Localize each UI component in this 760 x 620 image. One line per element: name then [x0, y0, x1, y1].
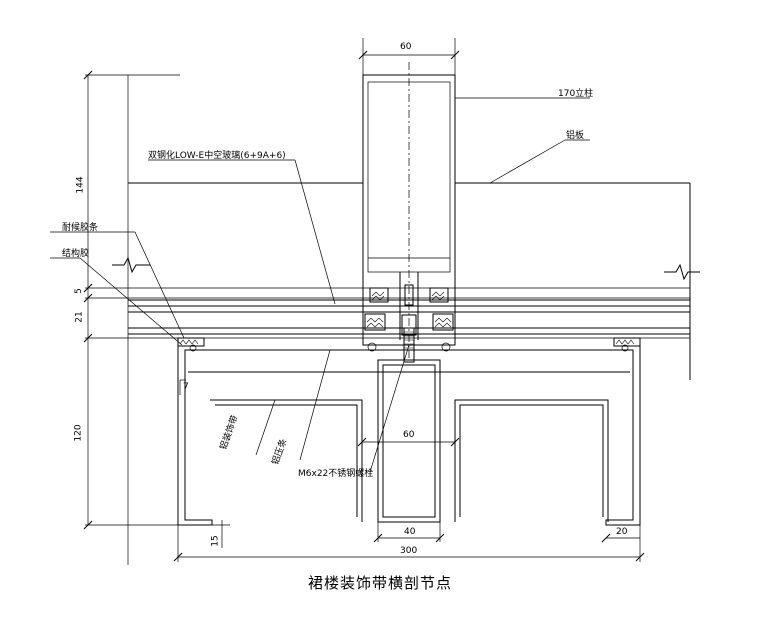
- dim-20: 20: [616, 527, 628, 537]
- dim-120: 120: [73, 424, 84, 442]
- dim-top-60: 60: [400, 42, 412, 52]
- left-dimension-ticks: [83, 70, 93, 530]
- dim-5: 5: [73, 288, 84, 294]
- label-sealant-top: 耐候胶条: [62, 223, 99, 233]
- dim-21: 21: [74, 311, 85, 323]
- leader-lines: [50, 97, 590, 473]
- label-glass: 双钢化LOW-E中空玻璃(6+9A+6): [148, 151, 286, 161]
- dim-mid-60: 60: [403, 430, 415, 440]
- decorative-band: [177, 342, 641, 526]
- dim-15: 15: [210, 535, 221, 547]
- label-aluminum-panel: 铝板: [566, 131, 585, 141]
- dim-144: 144: [75, 176, 86, 194]
- bolt: [403, 327, 415, 363]
- dim-300: 300: [400, 546, 418, 556]
- drawing-title: 裙楼装饰带横剖节点: [307, 574, 452, 592]
- label-bolt: M6x22不锈钢螺栓: [298, 469, 374, 479]
- mullion: [362, 62, 456, 360]
- label-vertical-frame: 170立柱: [558, 89, 594, 99]
- dim-40: 40: [404, 527, 416, 537]
- dim-7: 7: [183, 382, 189, 392]
- label-sealant: 结构胶: [62, 249, 90, 259]
- bottom-dimensions: [173, 437, 645, 562]
